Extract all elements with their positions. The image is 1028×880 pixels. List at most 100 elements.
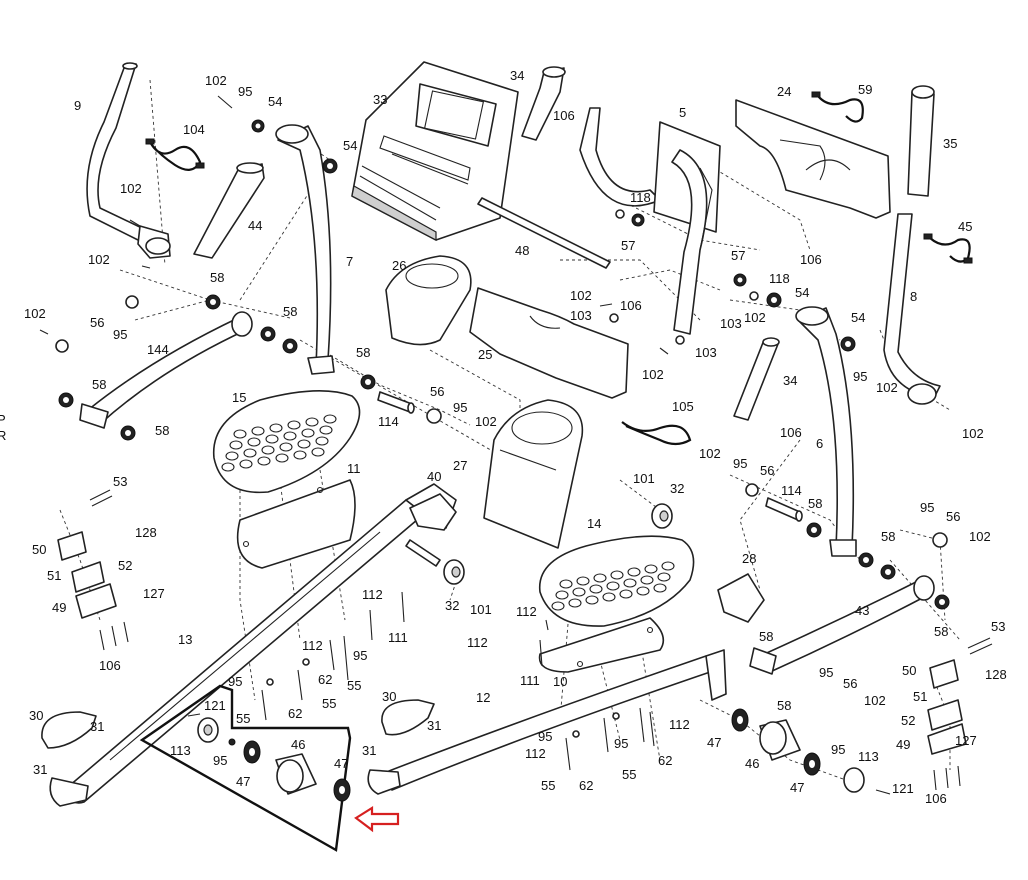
pedal-grip-hole [627, 567, 641, 577]
part-number-label: 103 [720, 316, 742, 331]
part-number-label: 52 [901, 713, 915, 728]
part-114-shaft-right [765, 497, 803, 522]
pedal-grip-hole [279, 442, 293, 452]
pedal-grip-hole [287, 420, 301, 430]
part-number-label: 50 [32, 542, 46, 557]
part-number-label: 28 [742, 551, 756, 566]
part-number-label: 55 [622, 767, 636, 782]
part-number-label: 102 [205, 73, 227, 88]
part-9-left-upper-handle [86, 62, 171, 259]
edge-char-bottom: R [0, 428, 6, 443]
part-number-label: 113 [858, 749, 879, 764]
part-number-label: 55 [347, 678, 361, 693]
pedal-grip-hole [323, 414, 337, 424]
part-number-label: 112 [516, 604, 537, 619]
pedal-grip-hole [589, 584, 603, 594]
part-number-label: 103 [695, 345, 717, 360]
part-number-label: 56 [843, 676, 857, 691]
part-number-label: 118 [769, 271, 790, 286]
part-35-right-handle-grip [907, 85, 935, 197]
pedal-grip-hole [283, 431, 297, 441]
pedal-grip-hole [225, 451, 239, 461]
part-number-label: 106 [99, 658, 121, 673]
part-number-label: 40 [427, 469, 441, 484]
part-number-label: 128 [135, 525, 157, 540]
part-number-label: 102 [744, 310, 766, 325]
small-hardware-left-upper [39, 95, 442, 441]
part-number-label: 31 [33, 762, 47, 777]
part-number-label: 5 [679, 105, 686, 120]
part-number-label: 112 [467, 635, 488, 650]
part-number-label: 54 [795, 285, 809, 300]
wheel-assembly-right [731, 708, 891, 795]
part-number-label: 52 [118, 558, 132, 573]
part-43-right-lower-arm [749, 575, 935, 675]
pedal-grip-hole [661, 561, 675, 571]
part-number-label: 11 [347, 461, 361, 476]
part-number-label: 14 [587, 516, 601, 531]
part-24-rear-shroud [735, 99, 891, 219]
part-15-left-pedal [212, 390, 361, 494]
pedal-grip-hole [636, 586, 650, 596]
part-number-label: 95 [113, 327, 127, 342]
part-number-label: 54 [268, 94, 282, 109]
pedal-grip-hole [305, 417, 319, 427]
part-number-label: 103 [570, 308, 592, 323]
part-number-label: 24 [777, 84, 791, 99]
pedal-grip-hole [233, 429, 247, 439]
part-number-label: 43 [855, 603, 869, 618]
part-number-label: 144 [147, 342, 169, 357]
pedal-grip-hole [653, 583, 667, 593]
part-number-label: 26 [392, 258, 406, 273]
part-number-label: 62 [288, 706, 302, 721]
part-number-label: 56 [430, 384, 444, 399]
part-number-label: 56 [90, 315, 104, 330]
part-13-left-pedal-arm [49, 483, 457, 807]
part-28-connector [717, 573, 765, 623]
pedal-grip-hole [257, 456, 271, 466]
part-number-label: 49 [52, 600, 66, 615]
part-number-label: 58 [777, 698, 791, 713]
part-number-label: 8 [910, 289, 917, 304]
pedal-grip-hole [239, 459, 253, 469]
part-27-lower-cover [483, 399, 584, 549]
part-114-shaft-left [377, 391, 415, 414]
pedal-grip-hole [559, 579, 573, 589]
part-48-rod [477, 197, 611, 269]
part-number-label: 62 [318, 672, 332, 687]
part-number-label: 32 [445, 598, 459, 613]
part-32-wheel-left [443, 559, 465, 585]
pedal-grip-hole [243, 448, 257, 458]
pedal-grip-hole [265, 434, 279, 444]
part-number-label: 102 [24, 306, 46, 321]
part-25-center-cover [469, 287, 629, 399]
part-number-label: 31 [362, 743, 376, 758]
part-number-label: 95 [353, 648, 367, 663]
part-number-label: 49 [896, 737, 910, 752]
part-number-label: 58 [283, 304, 297, 319]
part-number-label: 95 [920, 500, 934, 515]
part-number-label: 46 [745, 756, 759, 771]
part-number-label: 127 [955, 733, 977, 748]
pedal-grip-hole [261, 445, 275, 455]
part-number-label: 58 [759, 629, 773, 644]
pedal-grip-hole [606, 581, 620, 591]
pedal-grip-hole [610, 570, 624, 580]
highlighted-callout-box [139, 684, 352, 852]
part-40-connector [409, 493, 457, 531]
part-number-label: 58 [210, 270, 224, 285]
part-number-label: 47 [707, 735, 721, 750]
pedal-grip-hole [297, 439, 311, 449]
pedal-grip-hole [269, 423, 283, 433]
pedal-grip-hole [585, 595, 599, 605]
part-45-cable [923, 233, 973, 264]
part-number-label: 45 [958, 219, 972, 234]
part-number-label: 55 [541, 778, 555, 793]
part-number-label: 33 [373, 92, 387, 107]
part-number-label: 6 [816, 436, 823, 451]
part-number-label: 95 [228, 674, 242, 689]
part-number-label: 95 [831, 742, 845, 757]
pedal-grip-hole [251, 426, 265, 436]
pedal-grip-hole [572, 587, 586, 597]
